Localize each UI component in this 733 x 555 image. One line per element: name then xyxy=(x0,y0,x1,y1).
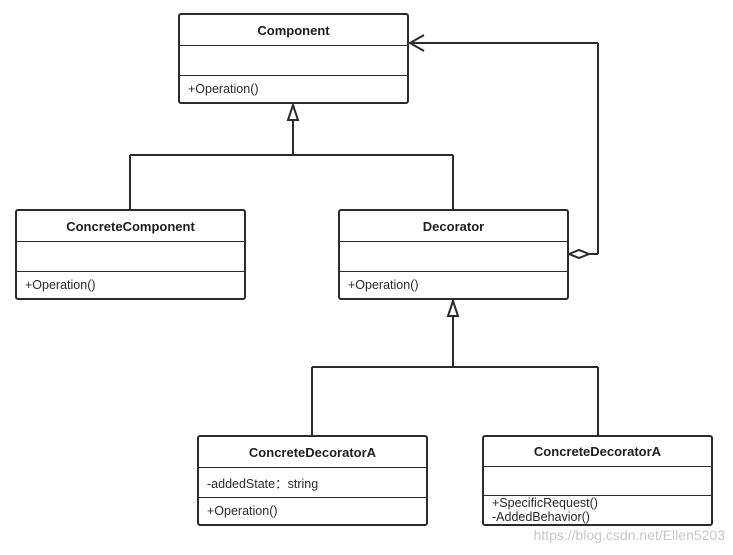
operation: +SpecificRequest() xyxy=(492,496,598,510)
operations-compartment: +Operation() xyxy=(180,76,407,102)
operation: +Operation() xyxy=(188,82,259,96)
operations-compartment: +Operation() xyxy=(17,272,244,298)
operation: -AddedBehavior() xyxy=(492,510,590,524)
inheritance-component xyxy=(129,101,454,209)
class-decorator[interactable]: Decorator +Operation() xyxy=(338,209,569,300)
attributes-compartment: -addedState：string xyxy=(199,468,426,498)
operation: +Operation() xyxy=(348,278,419,292)
class-name: ConcreteComponent xyxy=(17,211,244,242)
attributes-compartment xyxy=(17,242,244,272)
class-concrete-decorator-a[interactable]: ConcreteDecoratorA -addedState：string +O… xyxy=(197,435,428,526)
attribute: -addedState：string xyxy=(207,477,319,491)
aggregation-diamond xyxy=(566,248,592,260)
attributes-compartment xyxy=(484,467,711,496)
class-concrete-decorator-b[interactable]: ConcreteDecoratorA +SpecificRequest() -A… xyxy=(482,435,713,526)
watermark: https://blog.csdn.net/Ellen5203 xyxy=(533,527,725,543)
attributes-compartment xyxy=(340,242,567,272)
class-name: Decorator xyxy=(340,211,567,242)
class-name: Component xyxy=(180,15,407,46)
operations-compartment: +SpecificRequest() -AddedBehavior() xyxy=(484,496,711,524)
operations-compartment: +Operation() xyxy=(199,498,426,524)
inheritance-arrowhead xyxy=(286,101,300,121)
attributes-compartment xyxy=(180,46,407,76)
inheritance-arrowhead xyxy=(446,297,460,317)
class-name: ConcreteDecoratorA xyxy=(484,437,711,467)
operation: +Operation() xyxy=(25,278,96,292)
class-component[interactable]: Component +Operation() xyxy=(178,13,409,104)
operations-compartment: +Operation() xyxy=(340,272,567,298)
class-concrete-component[interactable]: ConcreteComponent +Operation() xyxy=(15,209,246,300)
class-name: ConcreteDecoratorA xyxy=(199,437,426,468)
aggregation-decorator-component xyxy=(407,34,599,260)
operation: +Operation() xyxy=(207,504,278,518)
association-arrowhead xyxy=(407,34,425,52)
inheritance-decorator xyxy=(311,297,599,435)
